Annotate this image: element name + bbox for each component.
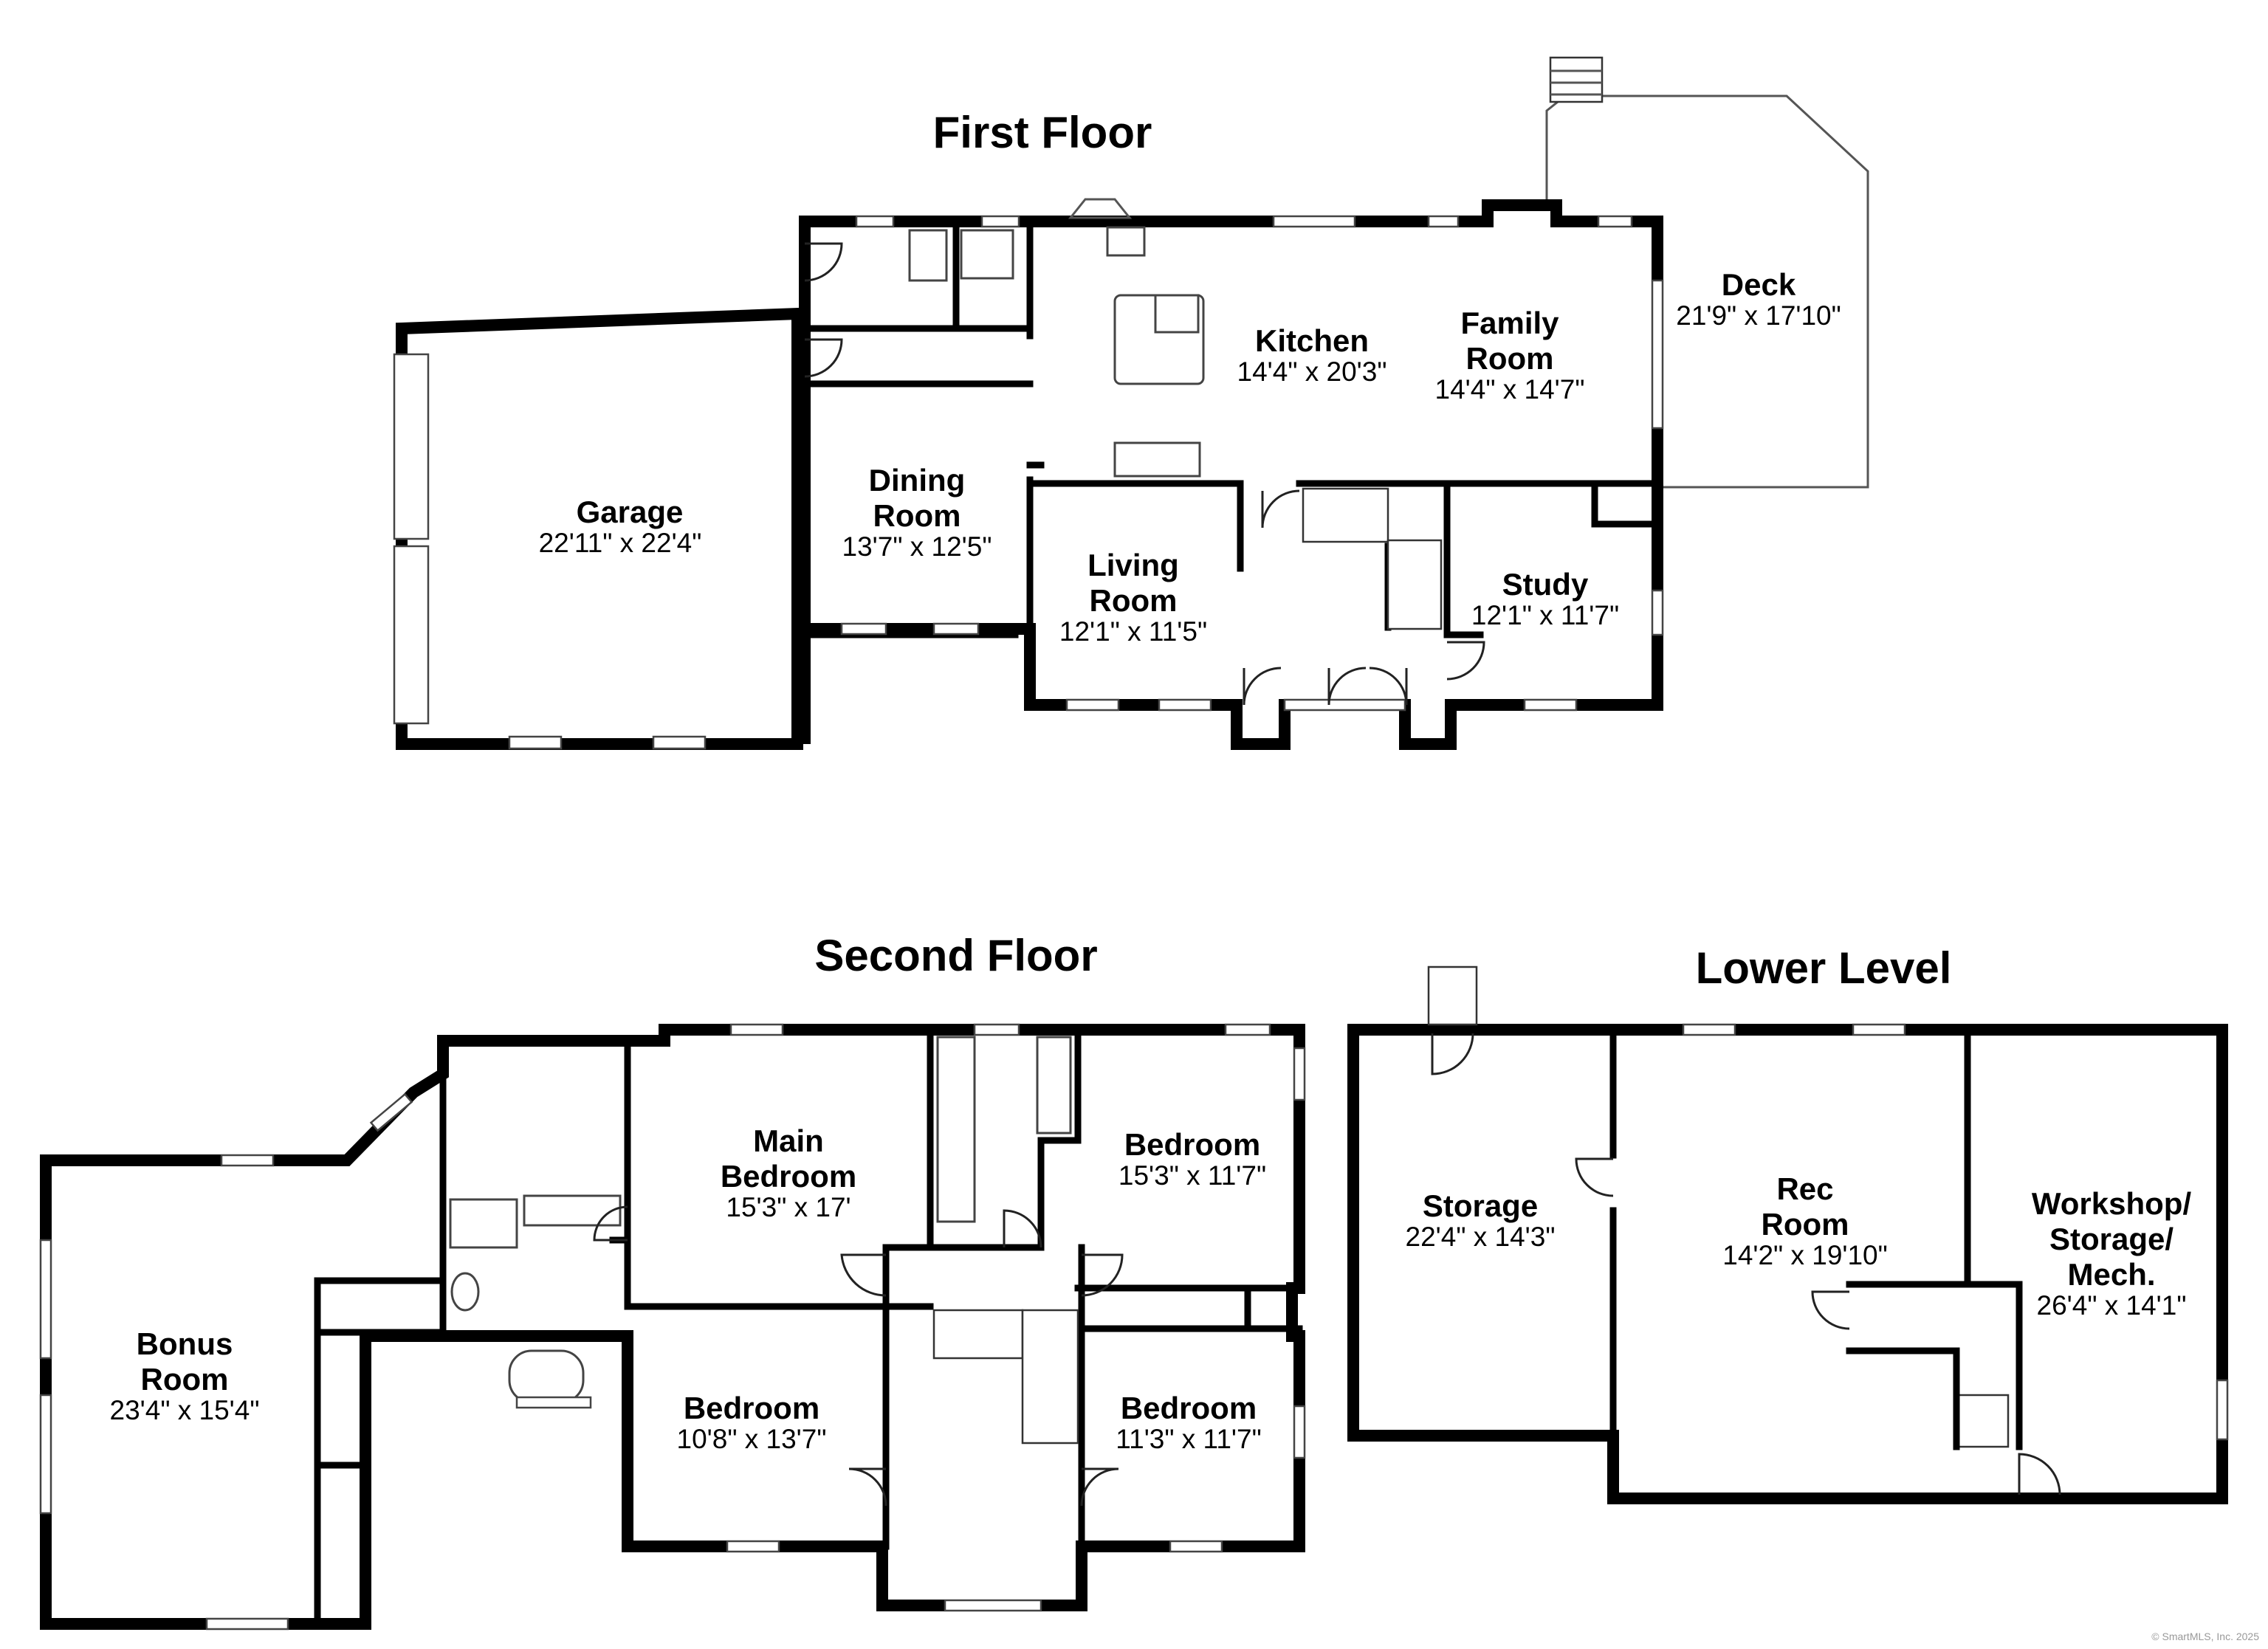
lower-level-title: Lower Level bbox=[1696, 943, 1952, 993]
room-label-storage: Storage 22'4" x 14'3" bbox=[1406, 1188, 1556, 1252]
lower-level-interior-walls bbox=[1609, 1026, 2023, 1450]
svg-text:Kitchen: Kitchen bbox=[1255, 323, 1369, 358]
svg-text:Room: Room bbox=[1466, 341, 1554, 376]
svg-text:Main: Main bbox=[753, 1123, 824, 1158]
room-label-bedroom-ne: Bedroom 15'3" x 11'7" bbox=[1118, 1127, 1266, 1191]
svg-text:14'4" x 20'3": 14'4" x 20'3" bbox=[1237, 357, 1387, 387]
svg-text:Bedroom: Bedroom bbox=[721, 1159, 856, 1194]
svg-text:Bonus: Bonus bbox=[137, 1326, 233, 1361]
copyright-credit: © SmartMLS, Inc. 2025 bbox=[2151, 1631, 2259, 1642]
lower-level-stairs bbox=[1427, 965, 2010, 1448]
svg-text:11'3" x 11'7": 11'3" x 11'7" bbox=[1116, 1424, 1261, 1454]
room-label-kitchen: Kitchen 14'4" x 20'3" bbox=[1237, 323, 1387, 387]
svg-text:Living: Living bbox=[1087, 548, 1179, 582]
first-floor-windows bbox=[840, 215, 1664, 712]
lower-level: Lower Level Storage bbox=[1347, 943, 2229, 1504]
svg-text:26'4" x 14'1": 26'4" x 14'1" bbox=[2037, 1290, 2187, 1321]
second-floor-stairs bbox=[932, 1309, 1079, 1445]
svg-text:Bedroom: Bedroom bbox=[684, 1391, 819, 1425]
svg-text:13'7" x 12'5": 13'7" x 12'5" bbox=[842, 531, 992, 562]
svg-text:Bedroom: Bedroom bbox=[1124, 1127, 1260, 1162]
room-label-garage: Garage 22'11" x 22'4" bbox=[539, 495, 702, 558]
lower-level-windows bbox=[1682, 1023, 2229, 1441]
svg-text:Storage: Storage bbox=[1423, 1188, 1538, 1223]
room-label-family: Family Room 14'4" x 14'7" bbox=[1435, 306, 1585, 404]
svg-text:15'3" x 17': 15'3" x 17' bbox=[726, 1192, 850, 1222]
first-floor-fixtures bbox=[908, 198, 1205, 478]
svg-text:Garage: Garage bbox=[577, 495, 684, 529]
room-label-dining: Dining Room 13'7" x 12'5" bbox=[842, 463, 992, 562]
svg-text:23'4" x 15'4": 23'4" x 15'4" bbox=[110, 1395, 260, 1425]
svg-text:Room: Room bbox=[1762, 1207, 1849, 1242]
first-floor-exterior-walls bbox=[799, 199, 1663, 750]
second-floor-title: Second Floor bbox=[814, 931, 1097, 980]
svg-text:Room: Room bbox=[873, 498, 961, 533]
svg-text:14'4" x 14'7": 14'4" x 14'7" bbox=[1435, 374, 1585, 404]
svg-text:15'3" x 11'7": 15'3" x 11'7" bbox=[1118, 1160, 1266, 1191]
svg-text:Deck: Deck bbox=[1722, 267, 1796, 302]
svg-text:21'9" x 17'10": 21'9" x 17'10" bbox=[1676, 300, 1841, 331]
svg-text:Storage/: Storage/ bbox=[2049, 1222, 2174, 1256]
svg-text:Dining: Dining bbox=[869, 463, 966, 498]
first-floor-interior-walls bbox=[801, 218, 1661, 638]
first-floor-stairs bbox=[1302, 487, 1443, 630]
svg-text:Bedroom: Bedroom bbox=[1121, 1391, 1257, 1425]
lower-level-doors bbox=[1431, 1033, 2061, 1495]
room-label-bonus: Bonus Room 23'4" x 15'4" bbox=[110, 1326, 260, 1425]
room-label-main-bedroom: Main Bedroom 15'3" x 17' bbox=[721, 1123, 856, 1222]
first-floor: First Floor bbox=[393, 56, 1869, 750]
room-label-rec: Rec Room 14'2" x 19'10" bbox=[1722, 1171, 1888, 1270]
second-floor-interior-walls bbox=[314, 1026, 1303, 1628]
room-label-study: Study 12'1" x 11'7" bbox=[1471, 567, 1619, 630]
svg-text:10'8" x 13'7": 10'8" x 13'7" bbox=[677, 1424, 827, 1454]
room-label-deck: Deck 21'9" x 17'10" bbox=[1676, 267, 1841, 331]
room-label-living: Living Room 12'1" x 11'5" bbox=[1059, 548, 1207, 647]
second-floor: Second Floor bbox=[39, 931, 1306, 1631]
svg-text:Room: Room bbox=[141, 1362, 229, 1397]
second-floor-fixtures bbox=[449, 1036, 1072, 1404]
room-label-bedroom-sw: Bedroom 10'8" x 13'7" bbox=[677, 1391, 827, 1454]
svg-text:Room: Room bbox=[1090, 583, 1178, 618]
svg-text:Family: Family bbox=[1460, 306, 1559, 340]
second-floor-doors bbox=[593, 1205, 1124, 1507]
second-floor-windows bbox=[39, 1023, 1306, 1631]
svg-text:12'1" x 11'7": 12'1" x 11'7" bbox=[1471, 600, 1619, 630]
svg-text:Workshop/: Workshop/ bbox=[2032, 1186, 2192, 1221]
first-floor-title: First Floor bbox=[933, 108, 1152, 157]
svg-text:22'11" x 22'4": 22'11" x 22'4" bbox=[539, 528, 702, 558]
room-label-bedroom-se: Bedroom 11'3" x 11'7" bbox=[1116, 1391, 1261, 1454]
svg-text:Study: Study bbox=[1502, 567, 1589, 602]
svg-text:Mech.: Mech. bbox=[2067, 1257, 2155, 1292]
svg-text:22'4" x 14'3": 22'4" x 14'3" bbox=[1406, 1222, 1556, 1252]
room-label-workshop: Workshop/ Storage/ Mech. 26'4" x 14'1" bbox=[2032, 1186, 2192, 1321]
first-floor-doors bbox=[804, 242, 1485, 706]
svg-text:14'2" x 19'10": 14'2" x 19'10" bbox=[1722, 1240, 1888, 1270]
svg-text:Rec: Rec bbox=[1776, 1171, 1833, 1206]
deck-outline bbox=[1545, 56, 1869, 489]
svg-text:12'1" x 11'5": 12'1" x 11'5" bbox=[1059, 616, 1207, 647]
lower-level-exterior-walls bbox=[1347, 1024, 2228, 1504]
